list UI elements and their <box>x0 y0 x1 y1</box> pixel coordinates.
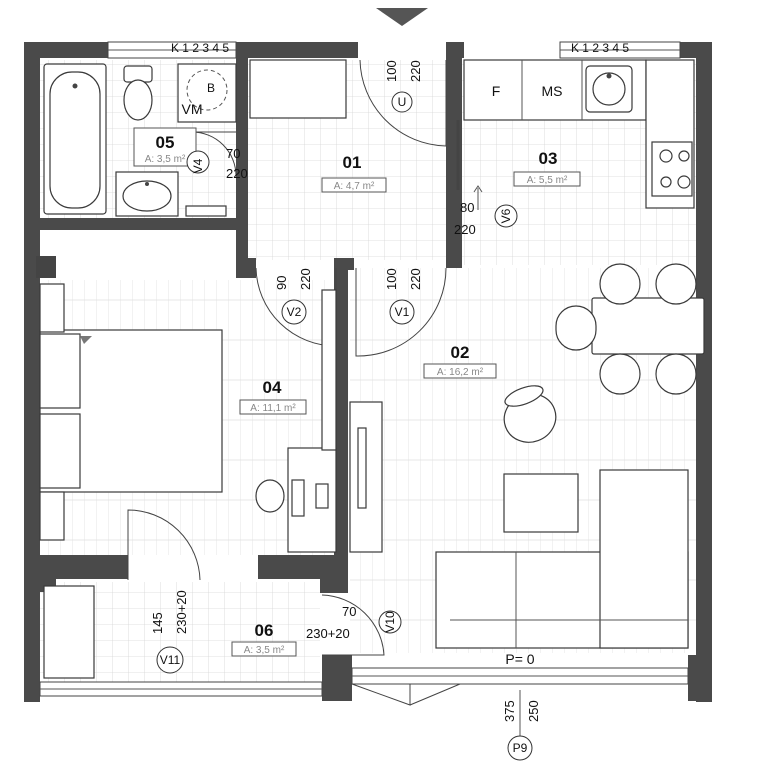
window-living <box>351 667 689 706</box>
sink-icon <box>585 65 633 113</box>
room-label-05: 05 A: 3,5 m² <box>133 127 197 167</box>
entrance-arrow-icon <box>376 8 428 26</box>
door-tag-v1: 100 220 V1 <box>384 268 423 325</box>
svg-text:100: 100 <box>384 268 399 290</box>
cooktop-icon <box>651 141 693 197</box>
washbasin-icon <box>115 171 179 217</box>
svg-text:90: 90 <box>274 276 289 290</box>
door-tag-p9: 375 250 P9 <box>502 690 541 761</box>
toilet-icon <box>123 65 153 121</box>
svg-text:220: 220 <box>408 60 423 82</box>
svg-text:145: 145 <box>150 612 165 634</box>
tv-stand <box>349 401 383 553</box>
svg-text:100: 100 <box>384 60 399 82</box>
svg-text:01: 01 <box>343 153 362 172</box>
window-marks-kitchen: K 1 2 3 4 5 <box>571 41 629 55</box>
wardrobe <box>249 59 347 119</box>
radiator-bathroom <box>185 205 227 217</box>
svg-text:A: 4,7 m²: A: 4,7 m² <box>334 181 375 192</box>
svg-text:70: 70 <box>342 604 356 619</box>
svg-text:04: 04 <box>263 378 282 397</box>
svg-text:220: 220 <box>298 268 313 290</box>
door-bedroom-balcony <box>127 509 201 581</box>
window-marks-bathroom: K 1 2 3 4 5 <box>171 41 229 55</box>
svg-text:220: 220 <box>226 166 248 181</box>
room-label-06: 06 A: 3,5 m² <box>231 621 297 657</box>
svg-text:A: 16,2 m²: A: 16,2 m² <box>437 367 484 378</box>
svg-text:02: 02 <box>451 343 470 362</box>
svg-text:05: 05 <box>156 133 175 152</box>
door-v1 <box>355 267 447 357</box>
bathtub-icon <box>43 63 107 215</box>
svg-text:03: 03 <box>539 149 558 168</box>
svg-text:220: 220 <box>408 268 423 290</box>
walls <box>24 42 712 702</box>
svg-text:230+20: 230+20 <box>174 590 189 634</box>
room-label-03: 03 A: 5,5 m² <box>513 149 581 187</box>
fridge-label: F <box>492 83 501 99</box>
boiler-label: B <box>207 81 215 95</box>
svg-text:A: 3,5 m²: A: 3,5 m² <box>244 645 285 656</box>
svg-text:230+20: 230+20 <box>306 626 350 641</box>
svg-text:V10: V10 <box>383 611 397 633</box>
door-v10 <box>321 594 385 656</box>
door-entrance <box>359 59 447 147</box>
window-bathroom: K 1 2 3 4 5 <box>107 41 237 59</box>
door-tag-v11: 145 230+20 V11 <box>150 590 189 674</box>
svg-text:A: 3,5 m²: A: 3,5 m² <box>145 154 186 165</box>
svg-text:A: 5,5 m²: A: 5,5 m² <box>527 175 568 186</box>
svg-text:V11: V11 <box>160 653 181 667</box>
svg-text:U: U <box>398 95 407 109</box>
door-tag-v6: 80 220 V6 <box>454 185 518 237</box>
door-tag-u: 100 220 U <box>384 60 423 113</box>
svg-text:V6: V6 <box>499 208 513 223</box>
door-tag-v10: 70 230+20 V10 <box>306 604 402 641</box>
window-balcony <box>39 681 323 697</box>
wardrobe-bedroom <box>321 289 337 451</box>
bed <box>39 283 223 541</box>
washing-machine-label: VM <box>182 101 203 117</box>
svg-text:375: 375 <box>502 700 517 722</box>
armchair <box>503 385 557 443</box>
floor-level: P= 0 <box>505 651 534 667</box>
room-label-04: 04 A: 11,1 m² <box>239 378 307 415</box>
coffee-table <box>503 473 579 533</box>
svg-text:220: 220 <box>454 222 476 237</box>
door-tag-v4: V4 70 220 <box>186 146 248 181</box>
door-tag-v2: 90 220 V2 <box>274 268 313 325</box>
sofa <box>435 469 689 649</box>
room-label-01: 01 A: 4,7 m² <box>321 153 387 193</box>
room-label-02: 02 A: 16,2 m² <box>423 343 497 379</box>
svg-text:V1: V1 <box>395 305 410 319</box>
svg-text:70: 70 <box>226 146 240 161</box>
desk <box>255 447 337 553</box>
svg-text:V2: V2 <box>287 305 302 319</box>
svg-text:P9: P9 <box>513 741 528 755</box>
bedroom-column <box>36 256 56 278</box>
svg-text:250: 250 <box>526 700 541 722</box>
svg-text:06: 06 <box>255 621 274 640</box>
svg-text:80: 80 <box>460 200 474 215</box>
dishwasher-label: MS <box>542 83 563 99</box>
balcony-storage <box>43 585 95 679</box>
svg-text:V4: V4 <box>191 158 205 173</box>
window-kitchen: K 1 2 3 4 5 <box>559 41 681 59</box>
washing-machine-icon: B VM <box>177 63 237 123</box>
dining-table <box>555 263 705 395</box>
svg-text:A: 11,1 m²: A: 11,1 m² <box>250 403 296 414</box>
